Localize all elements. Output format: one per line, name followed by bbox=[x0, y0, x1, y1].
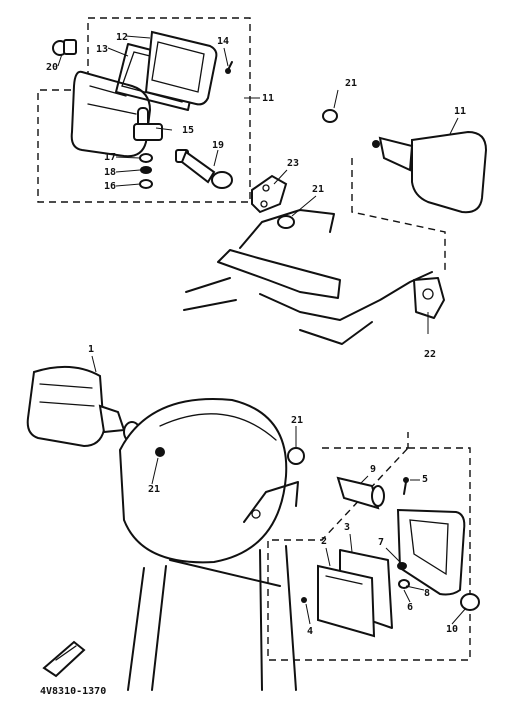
group-box-lower-right bbox=[267, 432, 471, 661]
bulb-10 bbox=[460, 593, 480, 611]
callout-12: 12 bbox=[116, 32, 128, 43]
lens-2 bbox=[317, 564, 376, 638]
nut-21-upper bbox=[277, 109, 338, 229]
callout-3: 3 bbox=[344, 522, 350, 533]
callout-2: 2 bbox=[321, 536, 327, 547]
callout-18: 18 bbox=[104, 167, 116, 178]
callout-11-right: 11 bbox=[454, 106, 466, 117]
callout-8: 8 bbox=[424, 588, 430, 599]
headlight-body bbox=[118, 398, 305, 564]
callout-19: 19 bbox=[212, 140, 224, 151]
screw-5 bbox=[403, 477, 409, 495]
reflector-housing-12 bbox=[144, 30, 218, 106]
callout-21-mid: 21 bbox=[312, 184, 324, 195]
drawing-code: 4V8310-1370 bbox=[40, 686, 106, 697]
callout-5: 5 bbox=[422, 474, 428, 485]
stay-15 bbox=[133, 107, 163, 141]
front-arrow-icon bbox=[42, 640, 86, 678]
headlight-bracket bbox=[183, 209, 445, 345]
callout-22: 22 bbox=[424, 349, 436, 360]
leader-line-11 bbox=[351, 158, 446, 270]
fork-tubes bbox=[127, 545, 297, 691]
callout-7: 7 bbox=[378, 537, 384, 548]
callout-labels: 12 13 14 20 11 15 19 17 18 16 23 21 21 1… bbox=[46, 32, 466, 637]
callout-23: 23 bbox=[287, 158, 299, 169]
callout-1: 1 bbox=[88, 344, 94, 355]
callout-20: 20 bbox=[46, 62, 58, 73]
screw-4 bbox=[301, 597, 307, 603]
callout-15: 15 bbox=[182, 125, 194, 136]
bulb-20 bbox=[52, 39, 77, 56]
housing-lower bbox=[396, 508, 466, 596]
callout-13: 13 bbox=[96, 44, 108, 55]
callout-21-left: 21 bbox=[148, 484, 160, 495]
callout-14: 14 bbox=[217, 36, 229, 47]
bolt-19 bbox=[175, 149, 233, 189]
callout-9: 9 bbox=[370, 464, 376, 475]
callout-17: 17 bbox=[104, 152, 116, 163]
callout-21-upper: 21 bbox=[345, 78, 357, 89]
screw-14 bbox=[225, 61, 233, 74]
washers-16-18 bbox=[139, 153, 153, 189]
callout-10: 10 bbox=[446, 624, 458, 635]
plate-23 bbox=[251, 174, 288, 214]
turn-signal-right-upper bbox=[372, 130, 488, 214]
callout-leaders bbox=[57, 35, 467, 625]
callout-6: 6 bbox=[407, 602, 413, 613]
callout-16: 16 bbox=[104, 181, 116, 192]
callout-21-right: 21 bbox=[291, 415, 303, 426]
turn-signal-left bbox=[26, 365, 141, 448]
callout-4: 4 bbox=[307, 626, 313, 637]
callout-11-upper: 11 bbox=[262, 93, 274, 104]
